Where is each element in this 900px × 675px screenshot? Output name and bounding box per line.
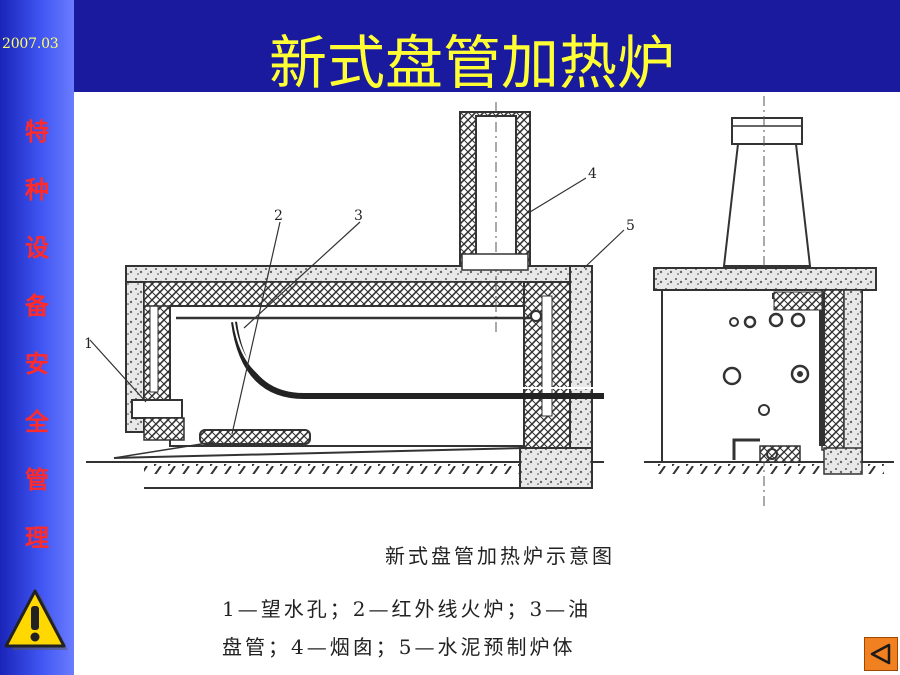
sidebar: 2007.03 特 种 设 备 安 全 管 理 [0,0,74,675]
vertical-title-char: 理 [25,524,49,552]
vertical-course-title: 特 种 设 备 安 全 管 理 [0,116,74,554]
callout-label: 5 [626,218,635,234]
page-title: 新式盘管加热炉 [268,29,675,97]
vertical-title-char: 全 [25,408,49,436]
warning-triangle-icon [4,589,68,650]
callout-label: 2 [274,208,283,224]
legend-line: 盘管；4—烟囱；5—水泥预制炉体 [222,635,576,659]
legend-line: 1—望水孔；2—红外线火炉；3—油 [222,597,592,621]
callout-label: 3 [354,208,363,224]
figure-legend: 1—望水孔；2—红外线火炉；3—油 盘管；4—烟囱；5—水泥预制炉体 [222,590,822,666]
vertical-title-char: 安 [25,350,49,378]
callout-label: 1 [84,336,93,352]
title-bar [74,0,900,92]
previous-arrow-icon [870,643,891,665]
furnace-diagram: 1 2 3 4 5 [84,96,894,508]
vertical-title-char: 特 [25,118,49,146]
vertical-title-char: 管 [25,466,49,494]
previous-slide-button[interactable] [864,637,898,671]
vertical-title-char: 种 [25,176,49,204]
vertical-title-char: 设 [25,234,49,262]
figure-caption: 新式盘管加热炉示意图 [385,544,615,568]
slide-date: 2007.03 [2,36,59,52]
callout-label: 4 [588,166,597,182]
vertical-title-char: 备 [25,292,49,320]
